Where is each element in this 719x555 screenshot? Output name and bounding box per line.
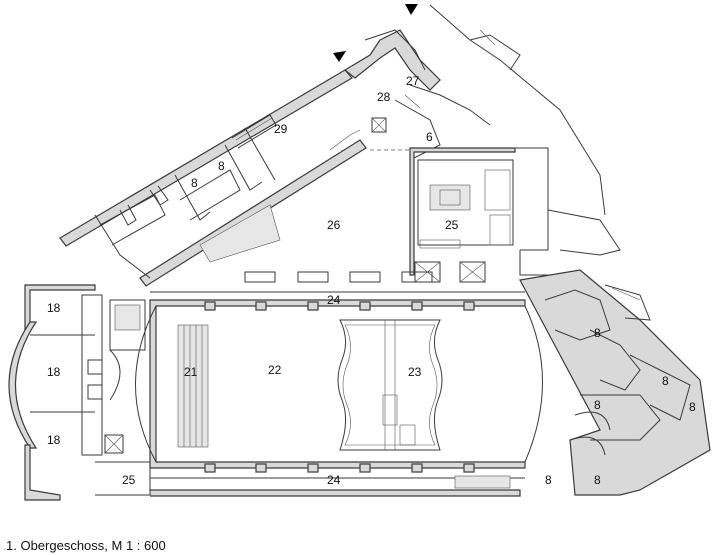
room-labels: 27 28 29 6 8 8 26 25 24 18 18 18 21 22 2… <box>47 74 696 487</box>
room-8-nw2-label: 8 <box>191 176 198 190</box>
room-25-west-label: 25 <box>122 473 136 487</box>
room-8-se1-label: 8 <box>545 473 552 487</box>
room-27-label: 27 <box>406 74 420 88</box>
north-stair-tower <box>333 4 606 216</box>
room-8-e3-label: 8 <box>594 398 601 412</box>
room-23-label: 23 <box>408 365 422 379</box>
room-8-e1-label: 8 <box>594 326 601 340</box>
room-18-bottom-label: 18 <box>47 433 61 447</box>
kitchen-block <box>370 147 549 283</box>
room-8-nw1-label: 8 <box>218 159 225 173</box>
west-wing <box>8 284 151 501</box>
room-29-label: 29 <box>274 122 288 136</box>
room-18-top-label: 18 <box>47 301 61 315</box>
room-8-e2-label: 8 <box>662 374 669 388</box>
room-8-e4-label: 8 <box>689 400 696 414</box>
room-25-kitchen-label: 25 <box>445 218 459 232</box>
room-18-mid-label: 18 <box>47 365 61 379</box>
east-wing <box>519 209 711 496</box>
room-22-label: 22 <box>268 363 282 377</box>
room-21-label: 21 <box>184 365 198 379</box>
great-hall <box>135 271 543 497</box>
plan-caption: 1. Obergeschoss, M 1 : 600 <box>6 538 166 553</box>
room-28-label: 28 <box>377 90 391 104</box>
room-6-label: 6 <box>426 130 433 144</box>
north-west-wing <box>59 69 367 287</box>
room-26-label: 26 <box>327 218 341 232</box>
room-8-se2-label: 8 <box>594 473 601 487</box>
room-24-north-label: 24 <box>327 293 341 307</box>
room-24-south-label: 24 <box>327 473 341 487</box>
floor-plan: 27 28 29 6 8 8 26 25 24 18 18 18 21 22 2… <box>8 4 711 501</box>
